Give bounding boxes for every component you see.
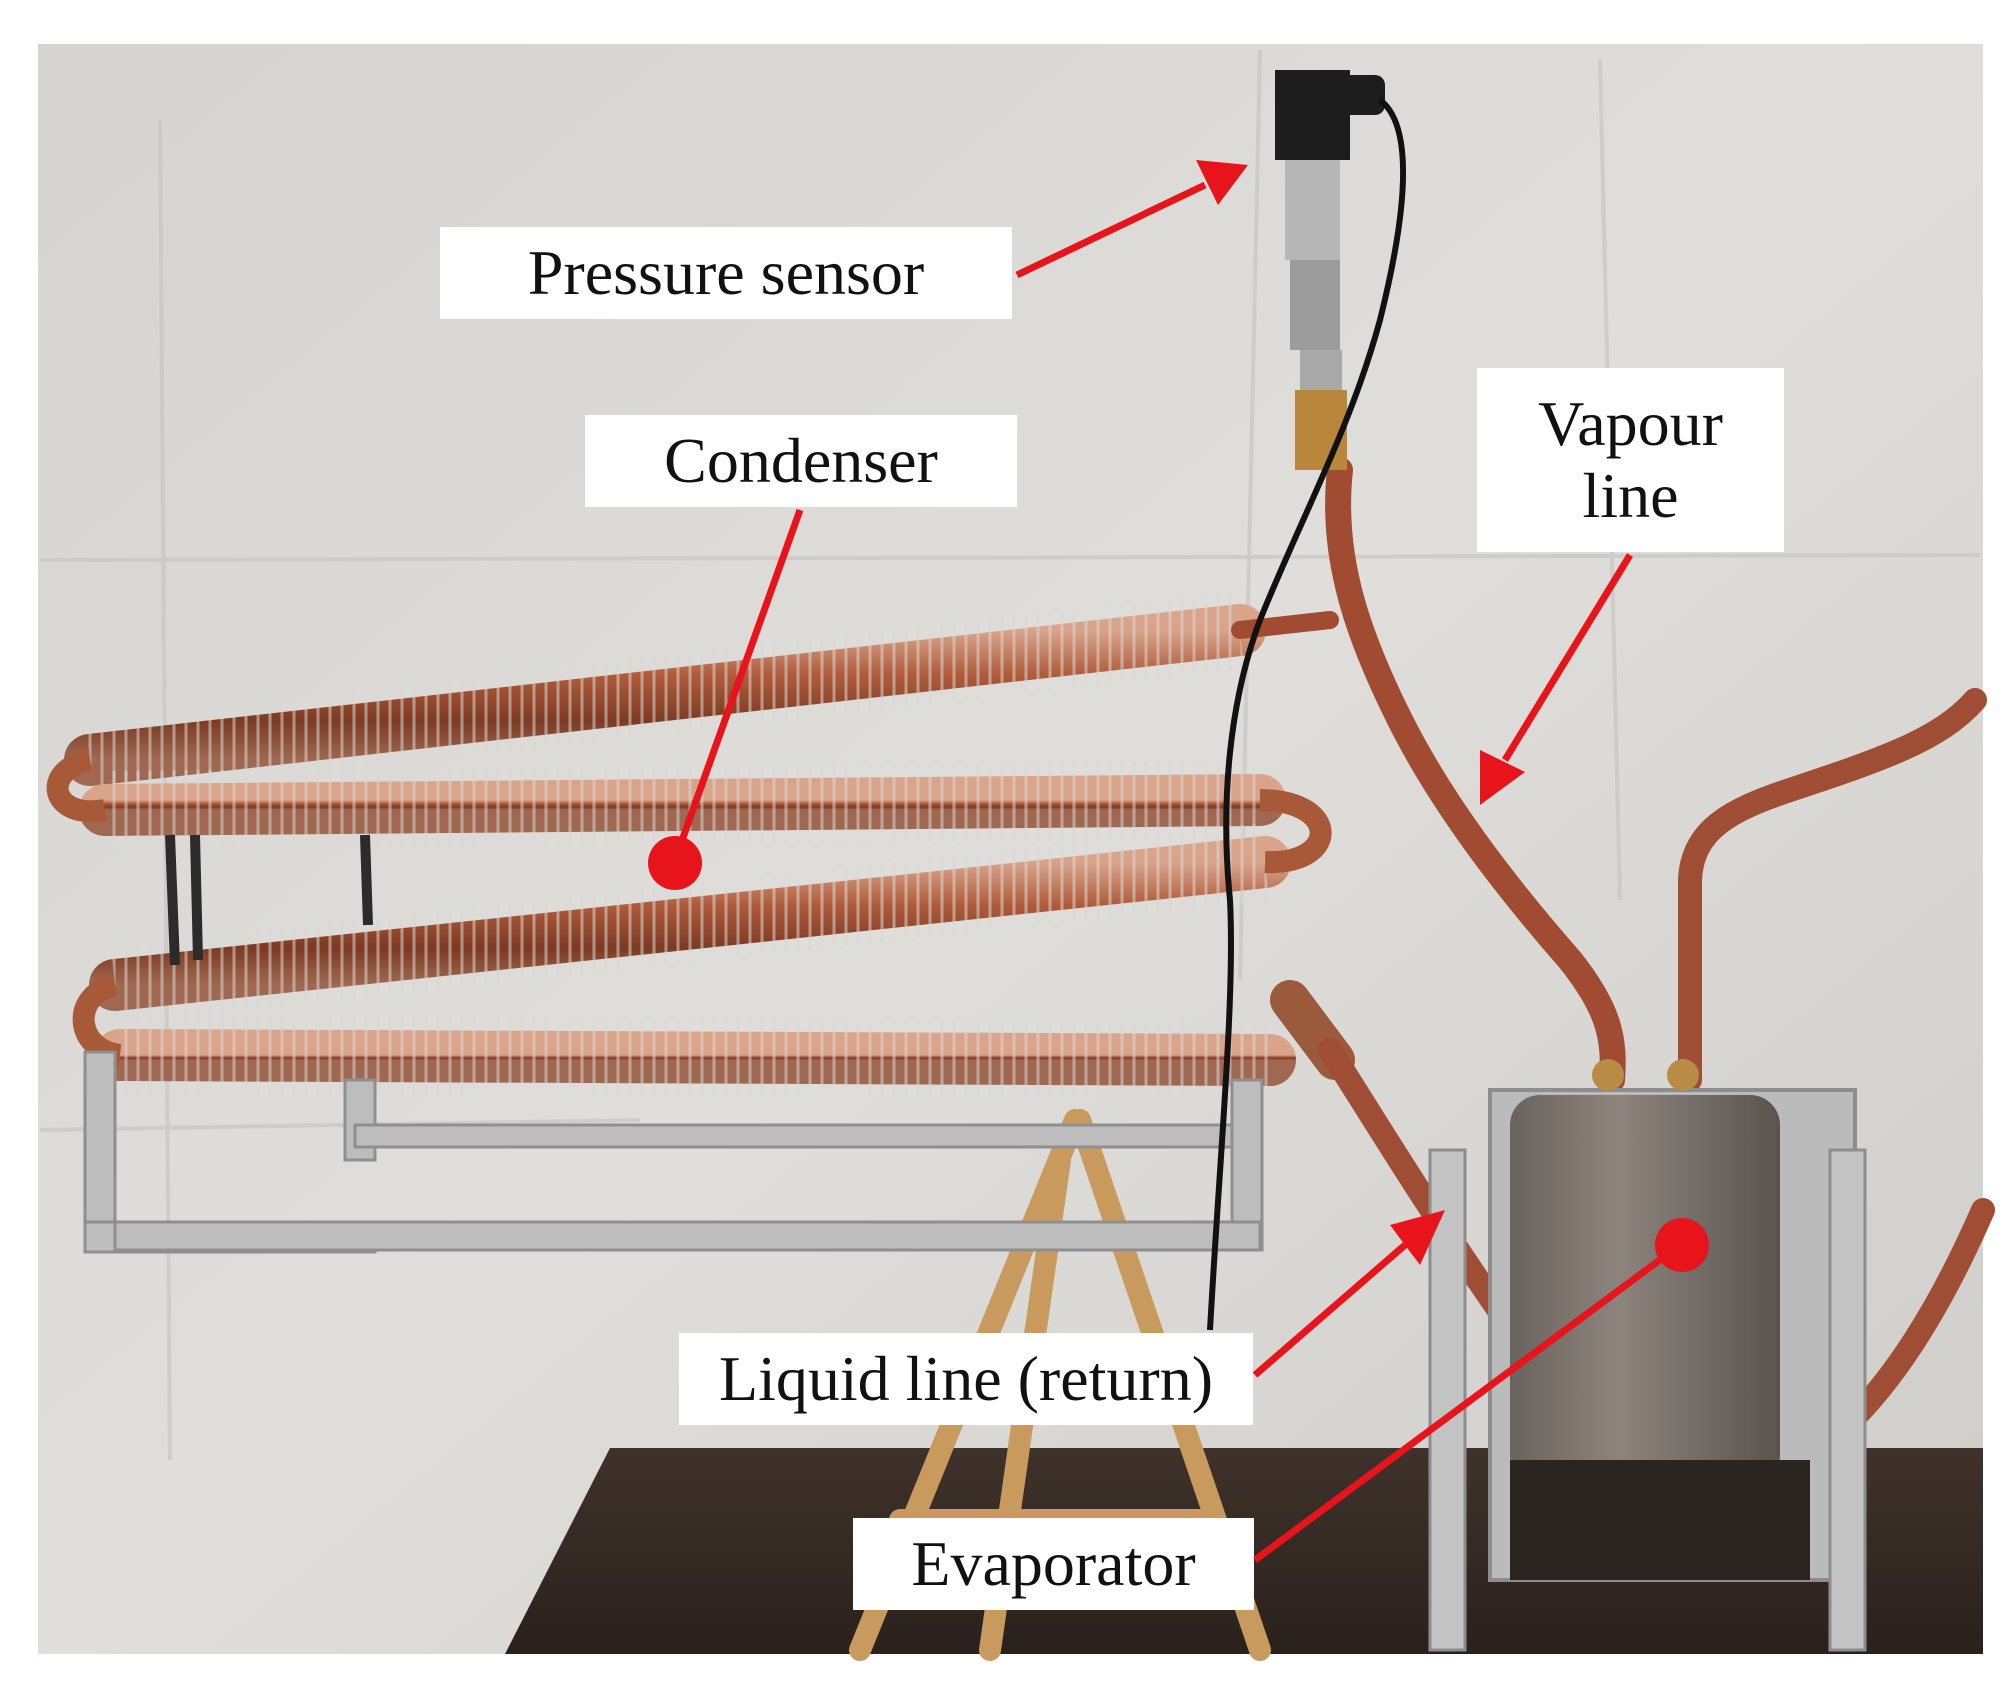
label-condenser-text: Condenser (664, 425, 938, 497)
condenser-dot (648, 836, 702, 890)
label-pressure-sensor-text: Pressure sensor (527, 237, 925, 309)
label-vapour-line-text-1: Vapour (1538, 388, 1723, 460)
label-condenser: Condenser (585, 415, 1017, 507)
label-liquid-line-text: Liquid line (return) (718, 1343, 1214, 1415)
evaporator-pointer (1252, 1242, 1683, 1563)
condenser-pointer (671, 508, 804, 862)
label-liquid-line: Liquid line (return) (679, 1333, 1253, 1425)
liquid-line-arrowhead (1390, 1210, 1445, 1265)
label-evaporator: Evaporator (853, 1518, 1254, 1610)
condenser-coil (46, 591, 1355, 1099)
vapour-line-arrow (1502, 553, 1633, 762)
vapour-line-arrowhead (1480, 750, 1525, 805)
pressure-sensor-arrow (1015, 181, 1207, 279)
liquid-line-arrow (1252, 1242, 1408, 1378)
annotation-overlays (648, 160, 1709, 1563)
pressure-sensor-device (1207, 70, 1407, 1331)
label-vapour-line: Vapour line (1477, 368, 1784, 552)
label-vapour-line-text-2: line (1582, 460, 1679, 531)
pressure-sensor-arrowhead (1196, 160, 1248, 205)
aluminium-frame (83, 1050, 1264, 1254)
evaporator-dot (1655, 1218, 1709, 1272)
evaporator-box (1428, 1059, 1867, 1652)
label-pressure-sensor: Pressure sensor (440, 227, 1012, 319)
label-evaporator-text: Evaporator (911, 1528, 1196, 1600)
